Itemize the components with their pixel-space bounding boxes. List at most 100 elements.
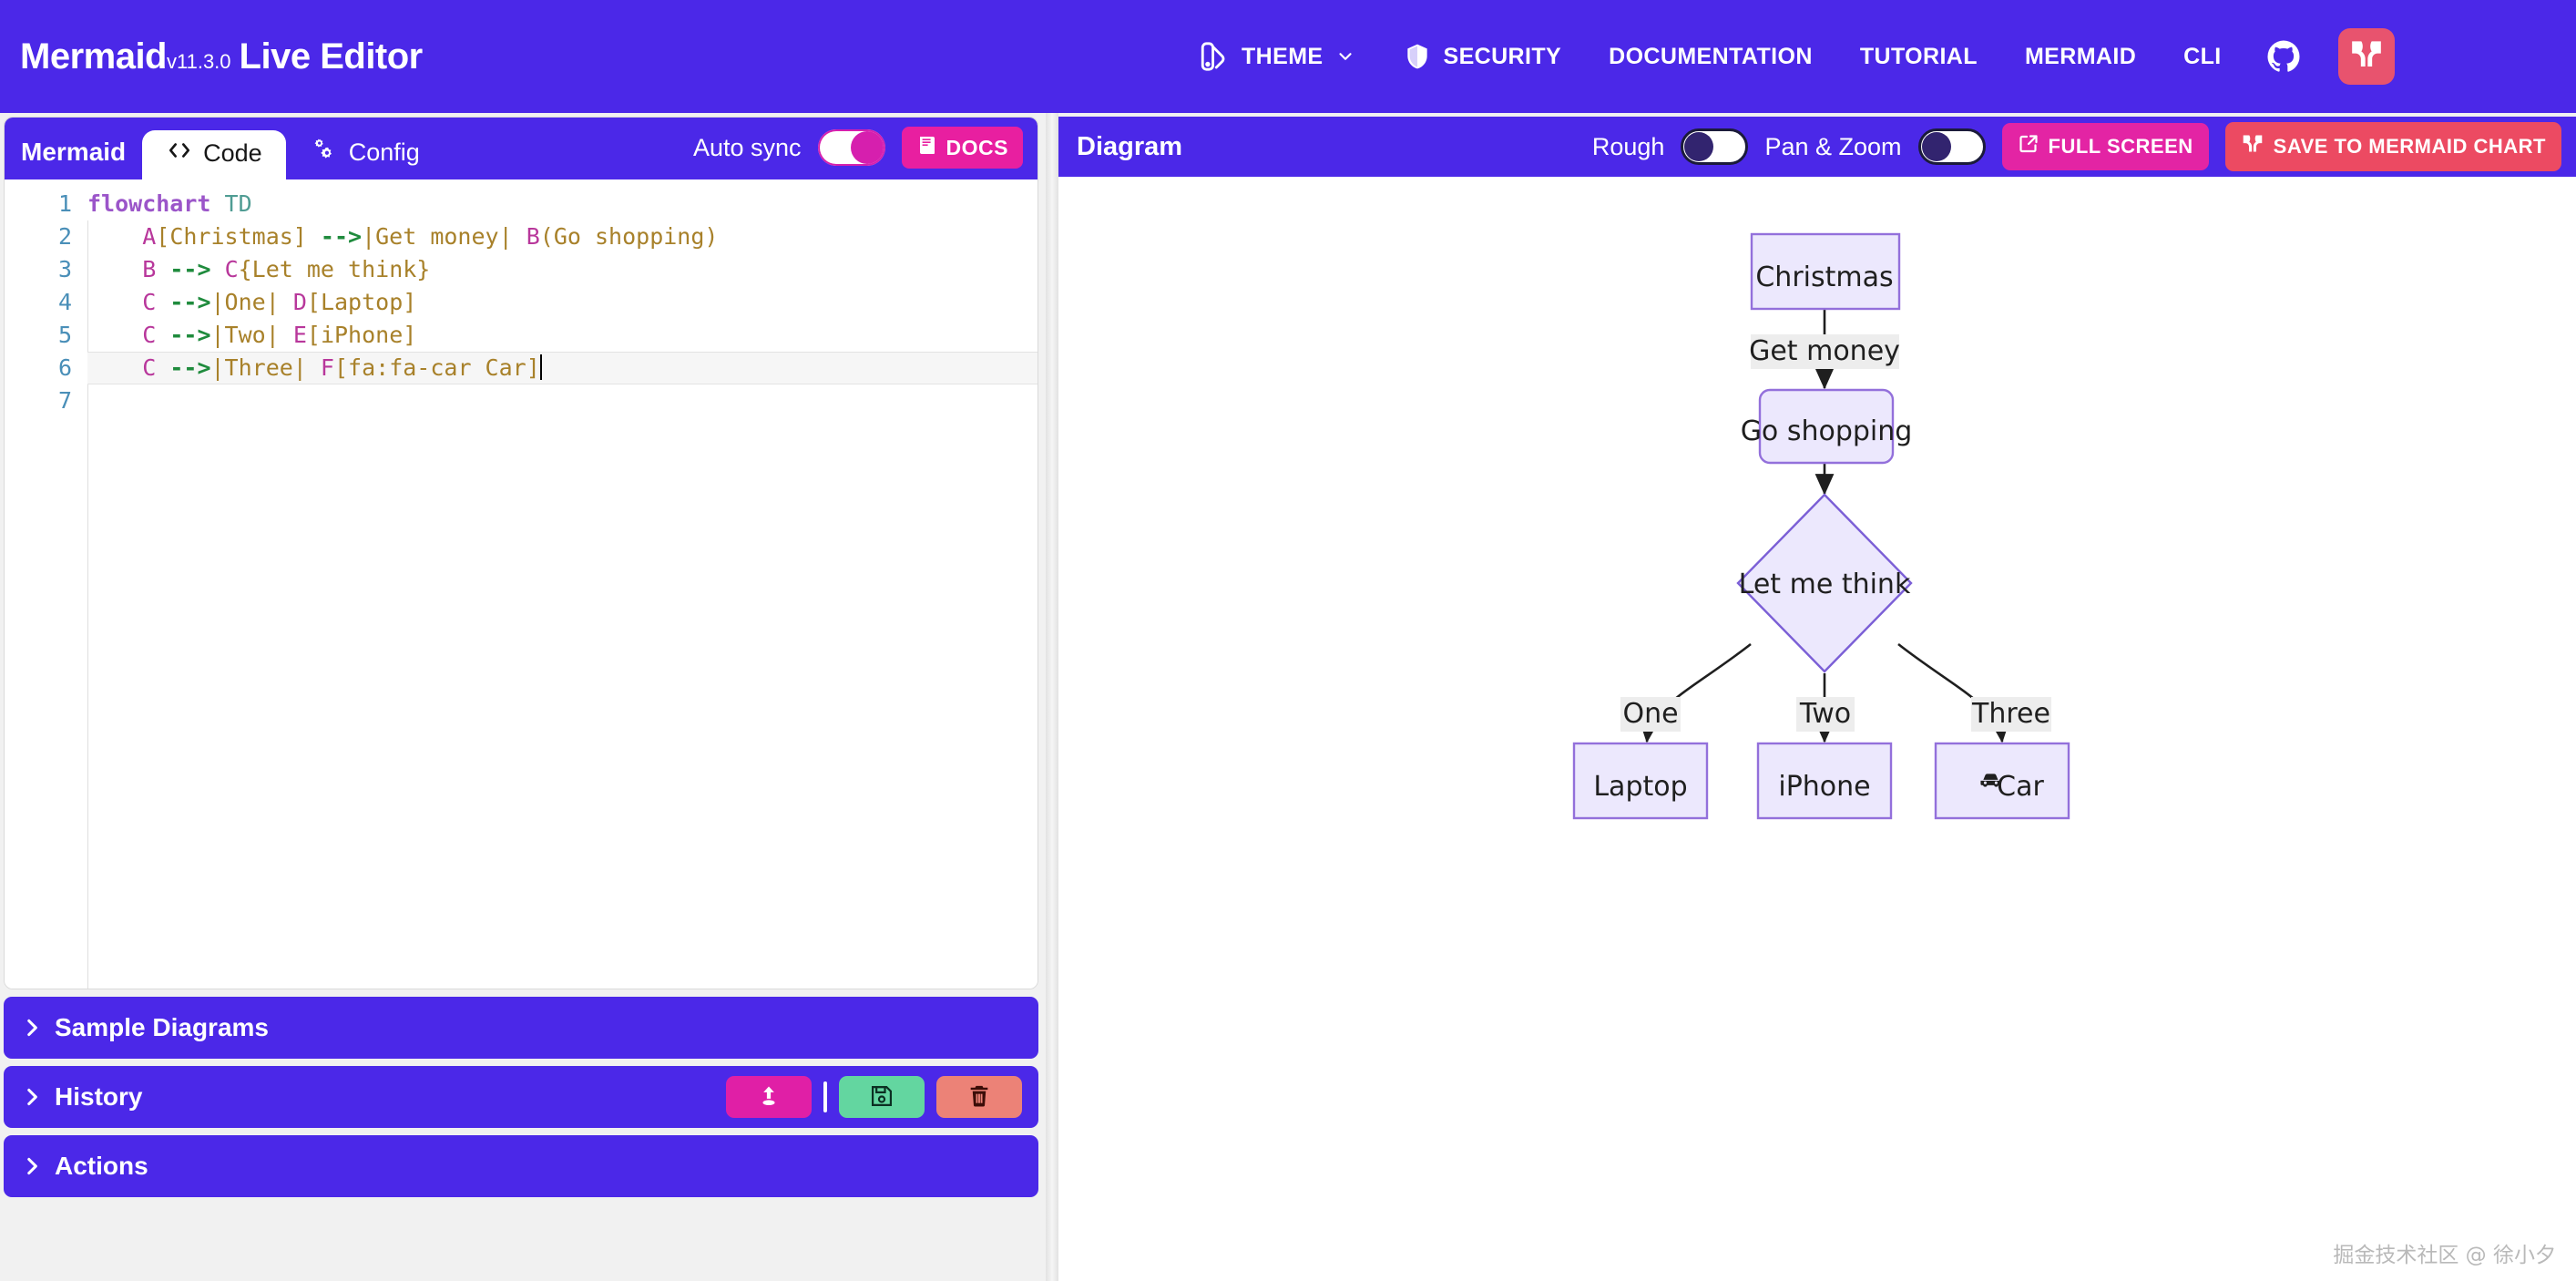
floppy-disk-icon (869, 1083, 894, 1112)
rough-label: Rough (1591, 132, 1665, 160)
code-line-1[interactable]: flowchart TD (87, 190, 252, 217)
nav-item-documentation[interactable]: DOCUMENTATION (1585, 33, 1836, 81)
line-number: 2 (57, 223, 72, 250)
history-save-button[interactable] (839, 1076, 925, 1118)
chevron-down-icon (1335, 46, 1355, 67)
main-nav: THEME SECURITY DOCUMENTATION TUTORIAL ME… (1175, 0, 2395, 113)
mermaid-chart-logo-button[interactable] (2337, 28, 2395, 85)
gears-icon (310, 137, 339, 169)
node-label: iPhone (1778, 771, 1870, 803)
history-actions (726, 1076, 1022, 1118)
panel-history[interactable]: History (4, 1066, 1038, 1128)
panzoom-toggle[interactable] (1917, 128, 1986, 165)
diagram-panel-label: Diagram (1077, 131, 1183, 161)
code-editor[interactable]: 1 2 3 4 5 6 7 flowchart TD A[Christmas] … (5, 179, 1038, 989)
code-line-4[interactable]: C -->|One| D[Laptop] (142, 289, 417, 315)
edge-label-two: Two (1796, 697, 1855, 732)
tab-label: Code (203, 139, 262, 167)
nav-label: TUTORIAL (1859, 43, 1978, 69)
nav-item-theme[interactable]: THEME (1175, 30, 1379, 83)
line-number: 6 (57, 354, 72, 381)
code-line-5[interactable]: C -->|Two| E[iPhone] (142, 322, 417, 348)
code-line-7[interactable] (87, 384, 1038, 417)
chevron-right-icon (20, 1154, 44, 1178)
edge-label: Three (1971, 698, 2050, 730)
divider (823, 1081, 827, 1112)
diagram-toolbar-right: Rough Pan & Zoom FULL SCREEN (1592, 122, 2561, 171)
node-laptop[interactable]: Laptop (1572, 742, 1709, 820)
brand-version: v11.3.0 (167, 49, 231, 73)
code-line-3[interactable]: B --> C{Let me think} (142, 256, 431, 282)
panzoom-label: Pan & Zoom (1764, 132, 1902, 160)
node-label: Go shopping (1741, 415, 1913, 447)
editor-panel-label: Mermaid (21, 138, 127, 166)
code-icon (166, 138, 193, 169)
nav-item-cli[interactable]: CLI (2160, 33, 2244, 81)
mermaid-chart-logo (2241, 132, 2264, 161)
line-number: 4 (57, 289, 72, 315)
nav-label: CLI (2183, 43, 2222, 69)
autosync-label: Auto sync (692, 133, 802, 161)
chevron-right-icon (20, 1085, 44, 1109)
autosync-toggle[interactable] (817, 129, 885, 166)
watermark: 掘金技术社区 @ 徐小夕 (2333, 1244, 2556, 1267)
node-iphone[interactable]: iPhone (1756, 742, 1893, 820)
line-number: 1 (57, 190, 72, 217)
nav-label: THEME (1242, 43, 1324, 69)
toggle-knob (1684, 132, 1714, 161)
flowchart-svg: Christmas Go shopping Let me think (1572, 232, 2070, 820)
diagram-card: Diagram Rough Pan & Zoom FULL SCREEN (1058, 117, 2576, 1281)
editor-toolbar-right: Auto sync DOCS (693, 127, 1038, 179)
node-car[interactable]: Car (1934, 742, 2070, 820)
panel-sample-diagrams[interactable]: Sample Diagrams (4, 997, 1038, 1059)
edge-label: Two (1799, 698, 1851, 730)
toggle-knob (850, 131, 884, 164)
workspace: Mermaid Code (0, 113, 2576, 1281)
editor-pane: Mermaid Code (0, 113, 1046, 1281)
nav-item-security[interactable]: SECURITY (1379, 30, 1586, 83)
external-link-icon (2018, 133, 2039, 160)
code-line-2[interactable]: A[Christmas] -->|Get money| B(Go shoppin… (142, 223, 719, 250)
tab-config[interactable]: Config (286, 128, 444, 179)
shield-icon (1403, 41, 1432, 72)
line-number: 7 (57, 387, 72, 414)
brand-suffix: Live Editor (239, 36, 424, 77)
line-number: 5 (57, 322, 72, 348)
node-let-me-think[interactable]: Let me think (1736, 493, 1913, 673)
docs-label: DOCS (946, 135, 1008, 159)
node-christmas[interactable]: Christmas (1750, 232, 1901, 311)
docs-button[interactable]: DOCS (901, 127, 1023, 169)
panel-label: History (55, 1082, 143, 1111)
nav-item-tutorial[interactable]: TUTORIAL (1836, 33, 2001, 81)
save-to-mermaid-chart-button[interactable]: SAVE TO MERMAID CHART (2224, 122, 2561, 171)
diagram-toolbar: Diagram Rough Pan & Zoom FULL SCREEN (1058, 117, 2576, 177)
github-link[interactable] (2245, 27, 2322, 86)
node-go-shopping[interactable]: Go shopping (1741, 388, 1913, 465)
node-label: Let me think (1739, 569, 1911, 600)
nav-item-mermaid[interactable]: MERMAID (2001, 33, 2160, 81)
panel-actions[interactable]: Actions (4, 1135, 1038, 1197)
panel-label: Actions (55, 1152, 148, 1180)
full-screen-button[interactable]: FULL SCREEN (2001, 123, 2209, 170)
editor-card: Mermaid Code (4, 117, 1038, 989)
palette-icon (1199, 41, 1230, 72)
code-content[interactable]: flowchart TD A[Christmas] -->|Get money|… (85, 188, 1038, 989)
brand-name: Mermaid (20, 36, 168, 77)
pane-splitter[interactable] (1046, 113, 1058, 1281)
edge-label-get-money: Get money (1749, 334, 1900, 369)
chevron-right-icon (20, 1016, 44, 1040)
node-label: Car (1997, 771, 2044, 803)
tab-code[interactable]: Code (142, 130, 286, 179)
github-icon (2265, 38, 2302, 75)
text-cursor (539, 354, 542, 380)
code-line-6[interactable]: C -->|Three| F[fa:fa-car Car] (87, 352, 1038, 384)
rough-toggle[interactable] (1681, 128, 1749, 165)
history-delete-button[interactable] (936, 1076, 1022, 1118)
line-number-gutter: 1 2 3 4 5 6 7 (5, 188, 85, 989)
save-to-mermaid-chart-label: SAVE TO MERMAID CHART (2273, 135, 2546, 158)
history-upload-button[interactable] (726, 1076, 812, 1118)
node-label: Laptop (1593, 771, 1687, 803)
diagram-canvas[interactable]: Christmas Go shopping Let me think (1058, 177, 2576, 1281)
